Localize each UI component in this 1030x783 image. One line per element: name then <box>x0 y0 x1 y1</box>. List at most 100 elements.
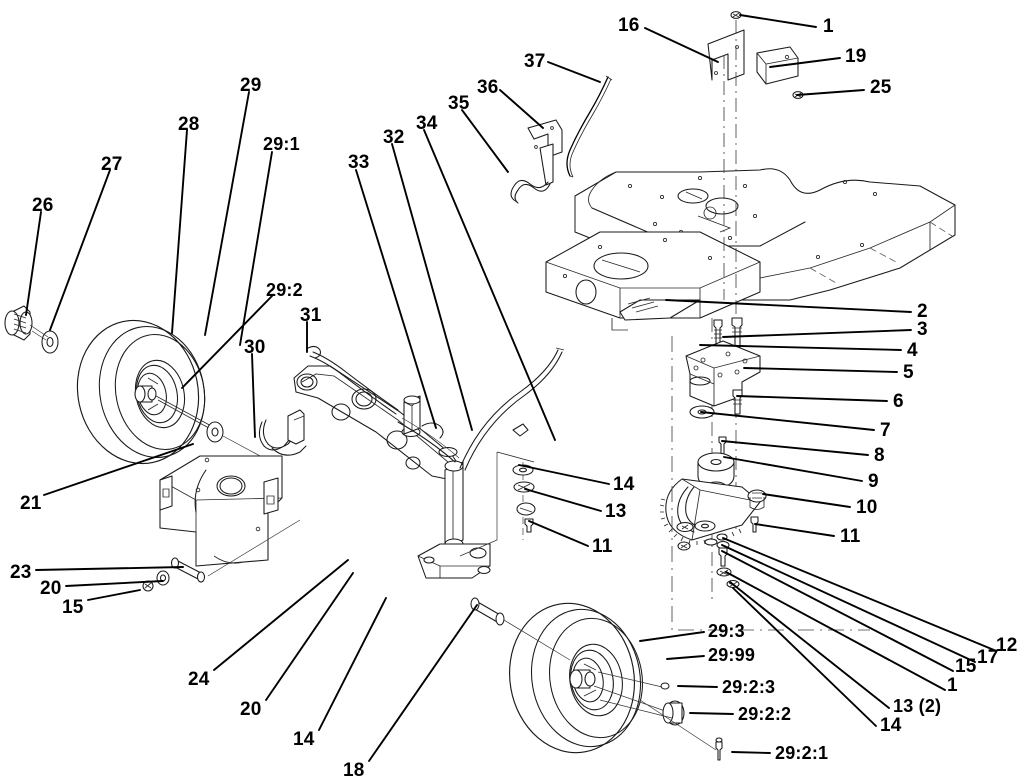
leader-line-18 <box>368 604 478 762</box>
leader-line-1 <box>725 571 946 691</box>
callout-label-24: 24 <box>188 669 210 690</box>
callout-label-25: 25 <box>870 77 892 98</box>
leader-line-11 <box>528 520 589 547</box>
callout-label-23: 23 <box>10 562 32 583</box>
callout-label-29: 29 <box>240 75 262 96</box>
bushing <box>747 489 767 510</box>
callout-label-29-2-2: 29:2:2 <box>738 704 792 724</box>
callout-label-26: 26 <box>32 195 54 216</box>
callout-label-4: 4 <box>907 340 918 361</box>
leader-line-29-2-3 <box>677 685 718 688</box>
leader-line-29-2 <box>181 295 273 389</box>
callout-label-15: 15 <box>955 656 977 677</box>
leader-line-11 <box>754 523 835 537</box>
bolt-6 <box>732 389 743 415</box>
callout-label-14: 14 <box>880 715 902 736</box>
callout-label-28: 28 <box>178 114 200 135</box>
callout-label-20: 20 <box>240 699 262 720</box>
leader-line-29-2-2 <box>689 712 734 715</box>
leader-line-20 <box>65 580 164 587</box>
leader-line-29-2-1 <box>731 751 771 754</box>
callout-label-29-2-1: 29:2:1 <box>775 743 829 763</box>
washer-27 <box>41 330 59 354</box>
callout-label-15: 15 <box>62 597 84 618</box>
leader-line-33 <box>355 169 437 429</box>
bolt-29-2-1 <box>639 699 723 761</box>
leader-line-12 <box>722 537 995 651</box>
callout-label-6: 6 <box>893 391 904 412</box>
right-spindle-stack <box>659 222 870 631</box>
leader-line-17 <box>721 544 976 663</box>
leader-line-26 <box>25 211 42 316</box>
leader-line-4 <box>699 344 902 351</box>
deck-frame-rail <box>545 231 761 331</box>
leader-line-25 <box>796 89 865 96</box>
callout-label-2: 2 <box>917 301 928 322</box>
leader-line-14 <box>732 587 877 727</box>
callout-label-16: 16 <box>618 15 640 36</box>
callout-label-31: 31 <box>300 305 322 326</box>
leader-line-35 <box>461 109 509 173</box>
leader-line-29-3 <box>639 631 705 642</box>
leader-line-13 <box>524 488 602 512</box>
leader-line-10 <box>762 493 851 508</box>
rod-bracket-assembly <box>510 75 613 204</box>
leader-line-29-1 <box>239 151 273 346</box>
leader-line-27 <box>49 169 111 331</box>
callout-label-29-2: 29:2 <box>266 280 303 300</box>
leader-line-14 <box>318 597 387 731</box>
callout-label-10: 10 <box>856 497 878 518</box>
callout-label-1: 1 <box>947 675 958 696</box>
leader-line-1 <box>739 14 817 28</box>
callout-label-30: 30 <box>244 337 266 358</box>
callout-label-29-2-3: 29:2:3 <box>722 677 776 697</box>
leader-line-3 <box>722 329 912 338</box>
gear-sector-10 <box>659 478 761 545</box>
leader-line-19 <box>769 57 841 68</box>
leader-line-24 <box>213 559 349 671</box>
bolt-1 <box>730 11 742 19</box>
leader-line-2 <box>665 299 912 313</box>
lift-arm-linkage <box>258 345 565 579</box>
left-mounting-bracket <box>142 455 301 592</box>
callout-label-29-1: 29:1 <box>263 134 300 154</box>
callout-label-33: 33 <box>348 152 370 173</box>
rear-caster-wheel <box>470 597 723 761</box>
callout-label-32: 32 <box>383 127 405 148</box>
leader-line-6 <box>736 395 888 402</box>
callout-label-35: 35 <box>448 93 470 114</box>
callout-leader-lines <box>25 14 995 762</box>
leader-line-15 <box>721 550 954 672</box>
callout-label-11: 11 <box>840 526 861 547</box>
callout-label-17: 17 <box>977 647 999 668</box>
callout-label-34: 34 <box>416 113 438 134</box>
leader-line-28 <box>171 129 188 334</box>
leader-line-21 <box>43 443 194 496</box>
callout-label-13: 13 <box>605 501 627 522</box>
callout-label-11: 11 <box>592 536 613 557</box>
callout-label-8: 8 <box>874 445 885 466</box>
leader-line-5 <box>743 367 898 373</box>
callout-label-21: 21 <box>20 493 42 514</box>
leader-line-20 <box>265 572 354 701</box>
leader-line-13--2- <box>729 581 890 709</box>
callout-label-37: 37 <box>524 51 546 72</box>
leader-line-8 <box>721 440 869 456</box>
leader-line-29-99 <box>666 655 705 660</box>
callout-label-7: 7 <box>880 420 891 441</box>
callout-label-1: 1 <box>823 16 834 37</box>
leader-line-9 <box>723 456 863 482</box>
leader-line-32 <box>391 143 473 431</box>
leader-line-37 <box>547 61 601 83</box>
leader-line-29 <box>204 91 250 336</box>
pin-23 <box>170 557 206 583</box>
leader-line-30 <box>251 353 256 438</box>
lower-fastener-cluster <box>716 533 740 589</box>
center-fastener-stack <box>459 451 536 557</box>
callout-label-27: 27 <box>101 154 123 175</box>
left-caster-wheel-assembly <box>4 305 263 465</box>
callout-label-9: 9 <box>868 471 879 492</box>
callout-label-36: 36 <box>477 77 499 98</box>
